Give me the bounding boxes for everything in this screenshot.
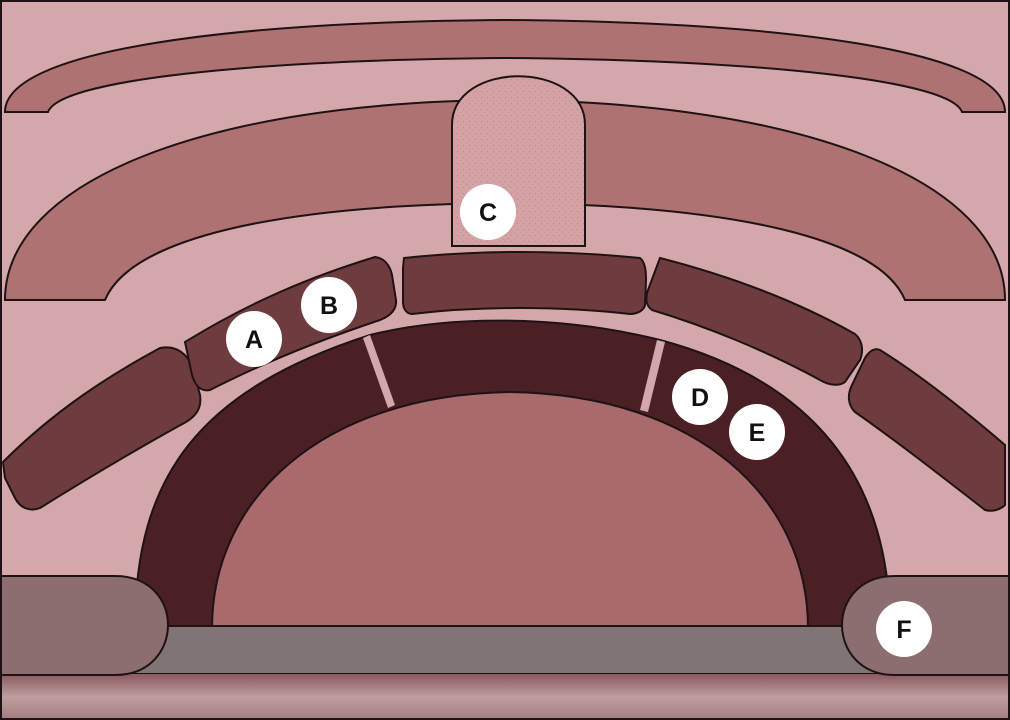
inner-joint-left <box>363 335 395 408</box>
label-a-text: A <box>245 326 263 354</box>
label-f-text: F <box>896 616 911 644</box>
label-b: B <box>301 277 357 333</box>
label-e: E <box>729 404 785 460</box>
label-d: D <box>672 369 728 425</box>
base-strip <box>0 674 1010 720</box>
labels: A B C D E F <box>226 184 932 657</box>
left-pad <box>0 575 170 676</box>
label-c-circle <box>460 184 516 240</box>
arch-interior <box>210 390 810 629</box>
label-e-text: E <box>749 419 766 447</box>
label-a: A <box>226 311 282 367</box>
inner-joint-right <box>640 340 665 412</box>
label-f: F <box>876 601 932 657</box>
upper-stone-center <box>402 251 648 316</box>
label-e-circle <box>729 404 785 460</box>
inner-arch-joints <box>363 335 665 412</box>
label-f-circle <box>876 601 932 657</box>
label-d-text: D <box>691 384 709 412</box>
upper-stone-right <box>645 256 864 386</box>
upper-stone-far-right <box>847 348 1006 512</box>
label-a-circle <box>226 311 282 367</box>
label-d-circle <box>672 369 728 425</box>
label-c: C <box>460 184 516 240</box>
label-b-circle <box>301 277 357 333</box>
label-b-text: B <box>320 292 338 320</box>
label-c-text: C <box>479 199 497 227</box>
upper-stone-far-left <box>1 346 202 511</box>
outer-arch-top-band <box>3 18 1007 113</box>
